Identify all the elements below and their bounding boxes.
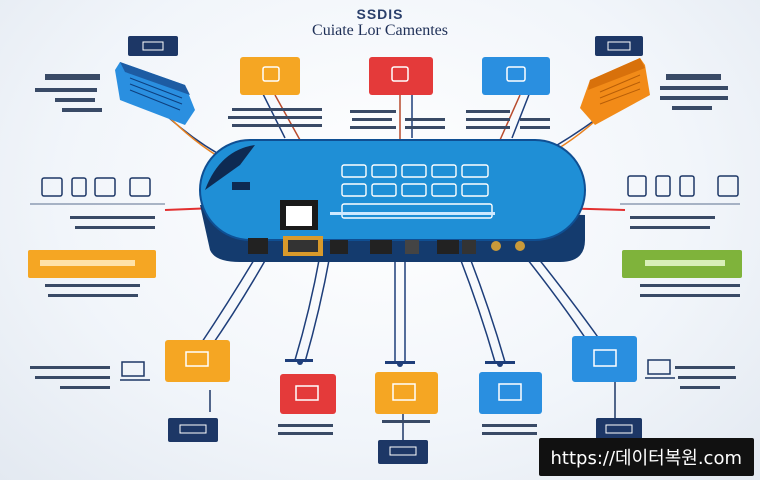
top-left-tag	[128, 36, 178, 56]
monitor-icon-right	[627, 175, 739, 197]
bottom-left-tag	[168, 418, 218, 442]
router-icon	[199, 139, 586, 262]
card-icon-red	[369, 57, 433, 95]
antenna-icon-right	[580, 58, 650, 125]
antenna-icon	[115, 62, 195, 125]
card-icon-bottom-blue2	[572, 336, 637, 382]
watermark-url: https://데이터복원.com	[538, 438, 754, 476]
monitor-icon-left	[41, 177, 151, 197]
card-icon-bottom-orange2	[375, 372, 438, 414]
top-right-tag	[595, 36, 643, 56]
card-icon-bottom-orange	[165, 340, 230, 382]
bottom-right-tag	[596, 418, 642, 442]
bottom-center-tag	[378, 440, 428, 464]
card-icon-bottom-red	[280, 374, 336, 414]
bottom-cables	[199, 247, 601, 363]
card-icon-orange	[240, 57, 300, 95]
diagram-title-top: SSDIS	[356, 6, 404, 22]
card-icon-bottom-blue	[479, 372, 542, 414]
card-icon-blue	[482, 57, 550, 95]
computer-icon-right	[645, 359, 675, 379]
diagram-title: Cuiate Lor Camentes	[312, 22, 448, 39]
computer-icon-left	[120, 361, 150, 381]
top-link-3	[499, 94, 521, 141]
